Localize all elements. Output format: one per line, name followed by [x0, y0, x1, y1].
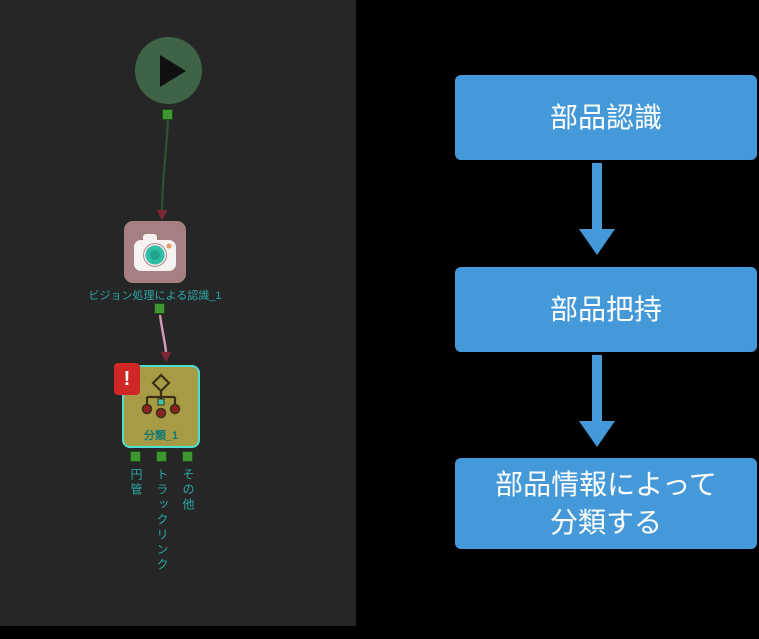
play-icon [160, 54, 186, 87]
flow-step-recognition: 部品認識 [455, 75, 757, 160]
classify-output-port-1[interactable] [130, 451, 141, 462]
vision-node-label: ビジョン処理による認識_1 [88, 290, 222, 302]
flow-step-recognition-label: 部品認識 [549, 101, 662, 133]
error-badge: ! [114, 363, 140, 395]
classify-output-port-3[interactable] [182, 451, 193, 462]
classify-output-port-2[interactable] [156, 451, 167, 462]
classify-node[interactable]: ! 分類_1 [114, 363, 200, 448]
output-label-track-link: トラックリンク [155, 468, 169, 573]
flow-arrow-down-1 [579, 163, 615, 255]
workflow-editor-panel: ビジョン処理による認識_1 ! 分類_1 円管 トラックリンク その他 [0, 0, 356, 626]
edge-start-to-vision[interactable] [156, 119, 170, 220]
vision-node[interactable] [124, 221, 186, 283]
output-label-pipe: 円管 [129, 468, 143, 498]
classify-node-label: 分類_1 [143, 430, 179, 442]
vision-node-output-port[interactable] [154, 303, 165, 314]
flow-step-classify-label: 部品情報によって 分類する [495, 468, 717, 538]
flow-arrow-down-2 [579, 355, 615, 447]
decision-tree-icon [124, 373, 198, 421]
flow-step-classify: 部品情報によって 分類する [455, 458, 757, 549]
edge-vision-to-classify[interactable] [158, 314, 172, 362]
connection-edges [156, 119, 172, 362]
flow-step-grasp: 部品把持 [455, 267, 757, 352]
flowchart-panel: 部品認識 部品把持 部品情報によって 分類する [356, 0, 759, 639]
output-label-other: その他 [181, 468, 195, 513]
start-node-output-port[interactable] [162, 109, 173, 120]
camera-icon [134, 234, 176, 271]
flow-step-grasp-label: 部品把持 [549, 293, 662, 325]
start-node[interactable] [135, 37, 202, 104]
